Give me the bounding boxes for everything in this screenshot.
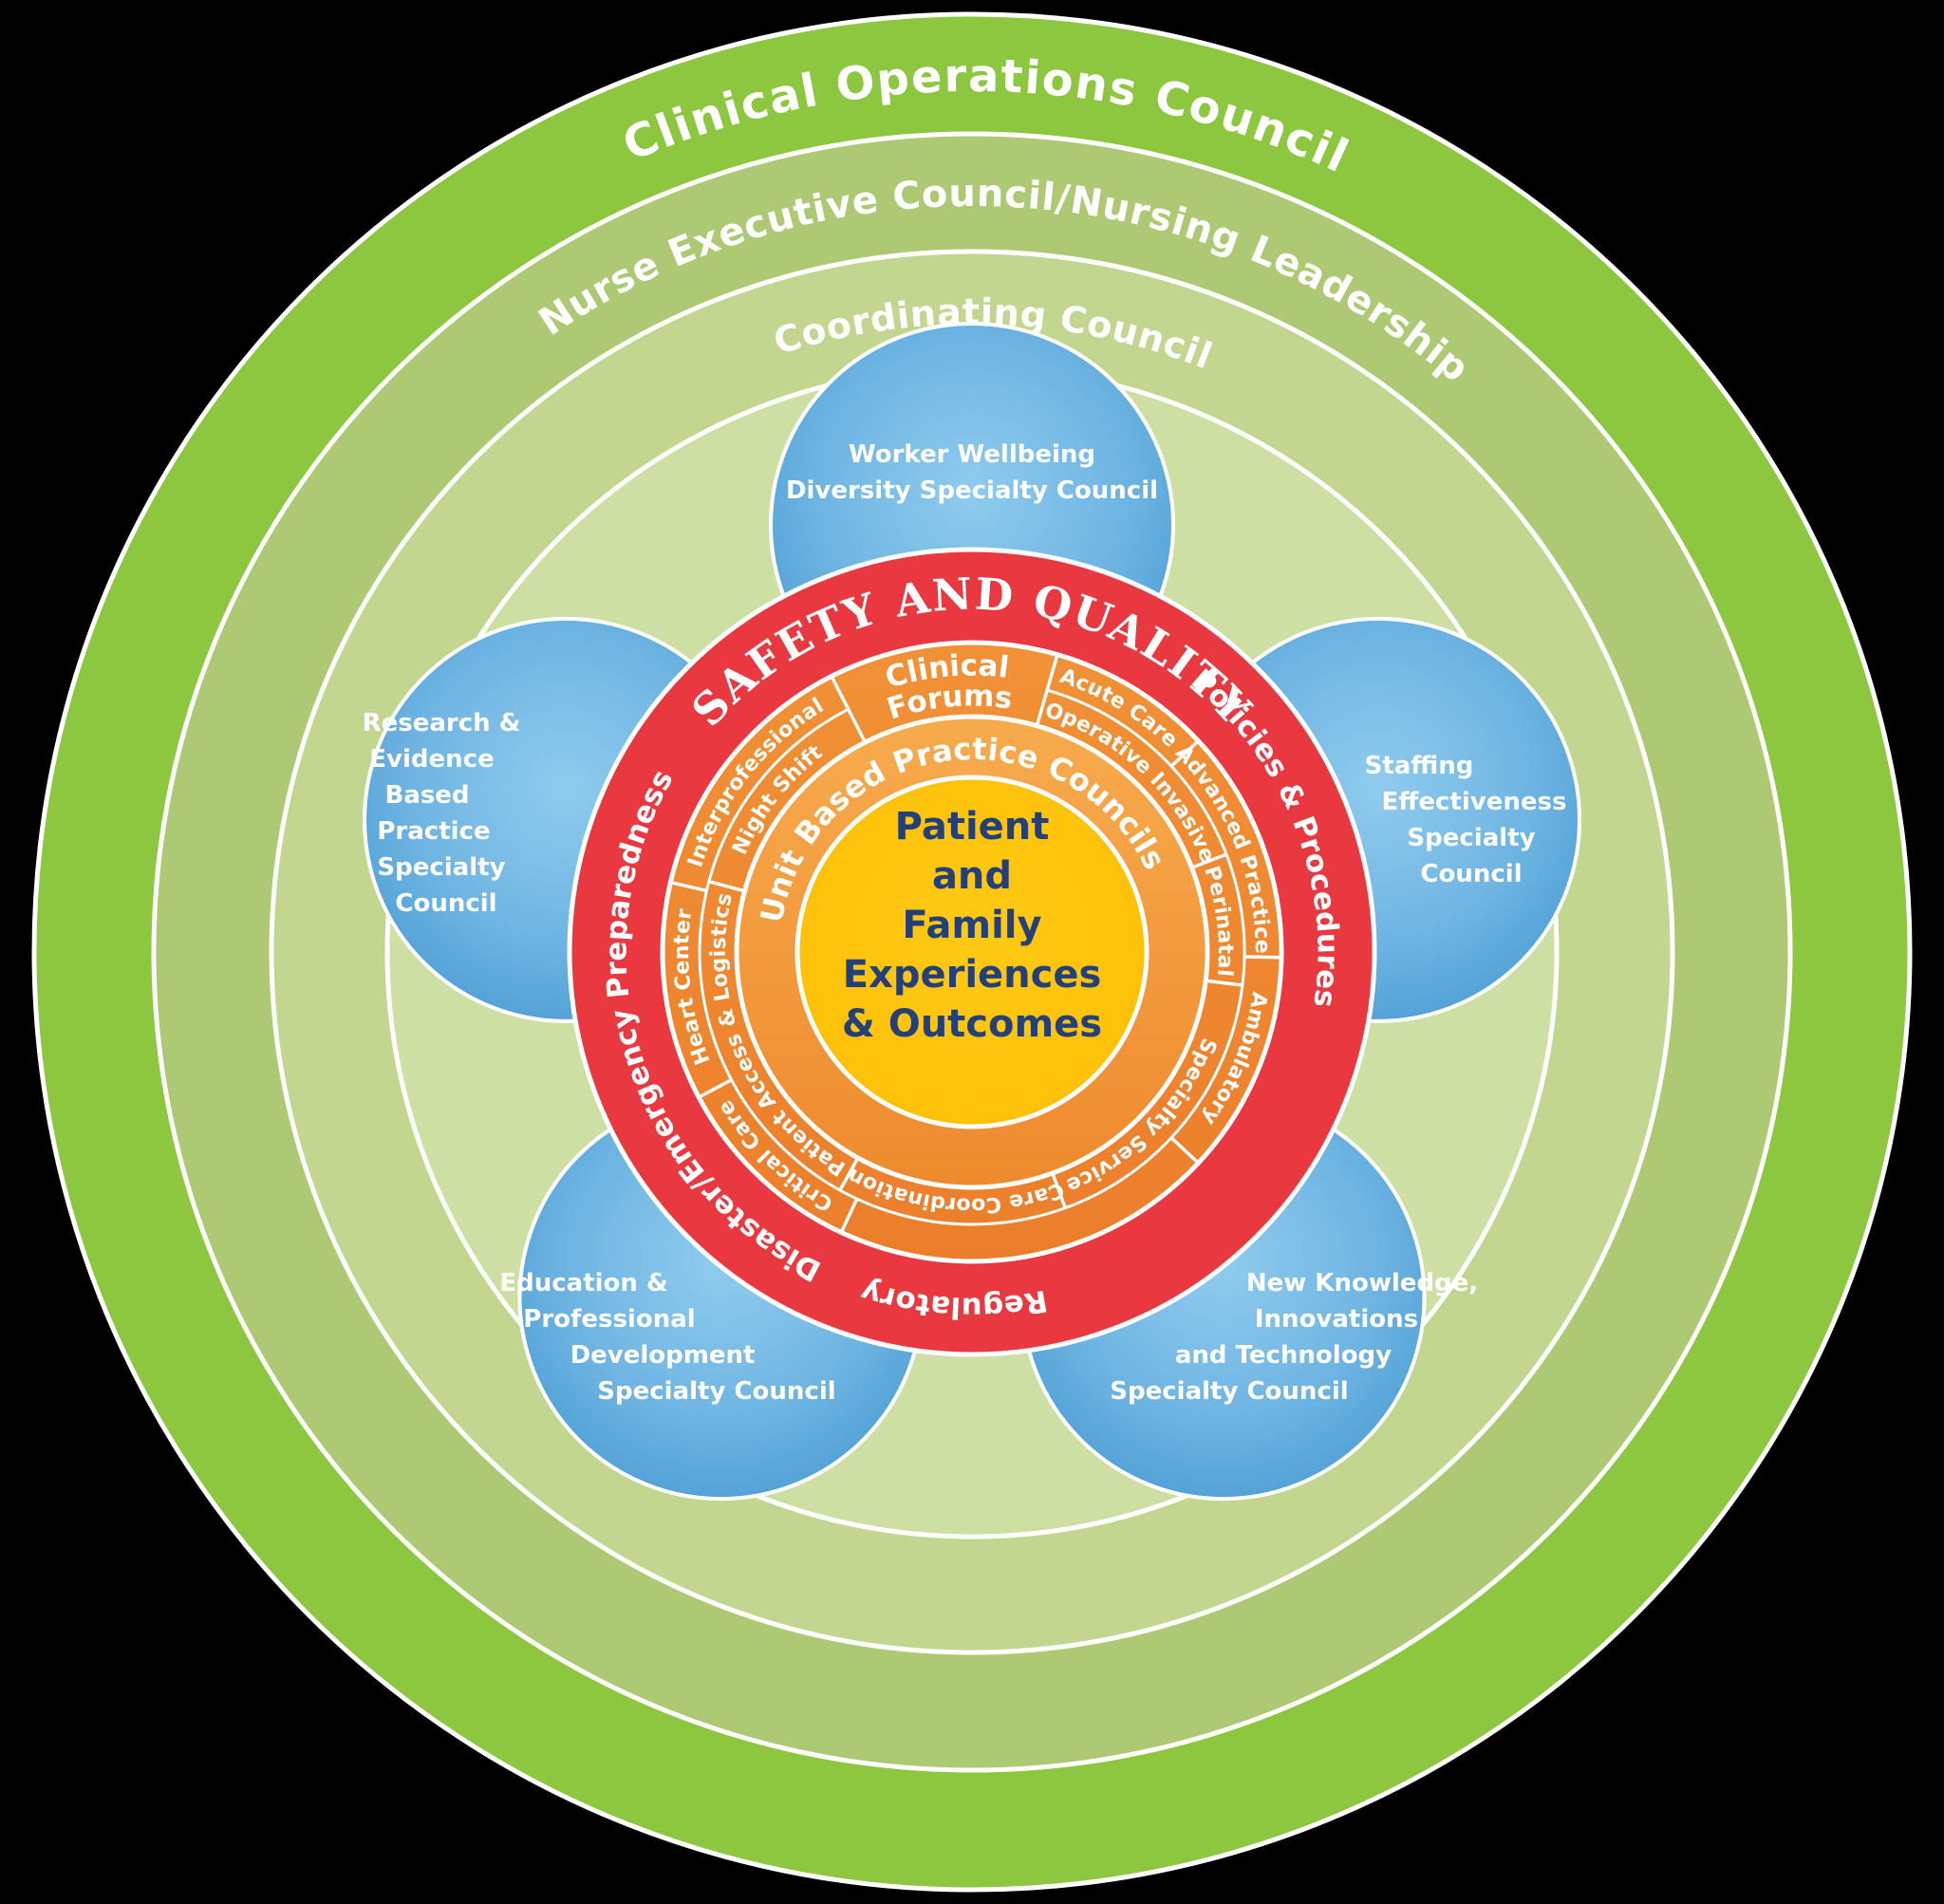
petal-label-staffing-effectiveness-line2: Effectiveness [1382,788,1567,816]
petal-label-education-professional-development-line3: Development [570,1341,756,1370]
core-label-line1: Patient [895,805,1050,849]
petal-label-worker-wellbeing-line1: Worker Wellbeing [849,440,1095,469]
core-label-line4: Experiences [843,953,1102,997]
petal-label-research-evidence-based-practice-line3: Based [384,781,469,810]
divider-full [830,675,867,743]
divider-outer [1169,1136,1200,1165]
circle-patient-family-core [794,775,1150,1129]
segment-mid-arc [698,688,1246,1226]
divider-inner [1205,979,1243,987]
core-label-line2: and [932,854,1012,898]
petal-label-research-evidence-based-practice-line5: Specialty [377,853,505,882]
petal-label-staffing-effectiveness-line1: Staffing [1365,752,1474,780]
divider-outer [839,1198,859,1234]
divider-outer [698,1078,733,1099]
divider-inner [838,1157,860,1191]
divider-full [1035,654,1059,727]
petal-label-research-evidence-based-practice-line1: Research & [363,709,521,737]
petal-label-new-knowledge-innovations-technology-line1: New Knowledge, [1246,1269,1478,1297]
petal-label-staffing-effectiveness-line3: Specialty [1407,824,1535,852]
petal-label-education-professional-development-line4: Specialty Council [597,1377,835,1406]
divider-outer [1243,955,1282,960]
petal-label-worker-wellbeing-line2: Diversity Specialty Council [786,476,1158,505]
divider-inner [708,880,745,893]
petal-label-new-knowledge-innovations-technology-line3: and Technology [1175,1341,1392,1370]
petal-label-research-evidence-based-practice-line6: Council [395,889,496,918]
petal-label-new-knowledge-innovations-technology-line2: Innovations [1255,1305,1418,1334]
petal-label-research-evidence-based-practice-line4: Practice [377,817,490,846]
core-label-line3: Family [902,904,1041,947]
divider-outer [1169,739,1200,768]
divider-inner [1190,852,1227,869]
petal-label-new-knowledge-innovations-technology-line4: Specialty Council [1110,1377,1348,1406]
petal-label-staffing-effectiveness-line4: Council [1420,860,1522,888]
petal-label-education-professional-development-line2: Professional [523,1305,695,1334]
divider-inner [1051,1172,1067,1209]
petal-label-research-evidence-based-practice-line2: Evidence [369,745,494,774]
divider-outer [670,880,707,893]
core-label-line5: & Outcomes [842,1002,1102,1046]
petal-label-education-professional-development-line1: Education & [499,1269,667,1297]
